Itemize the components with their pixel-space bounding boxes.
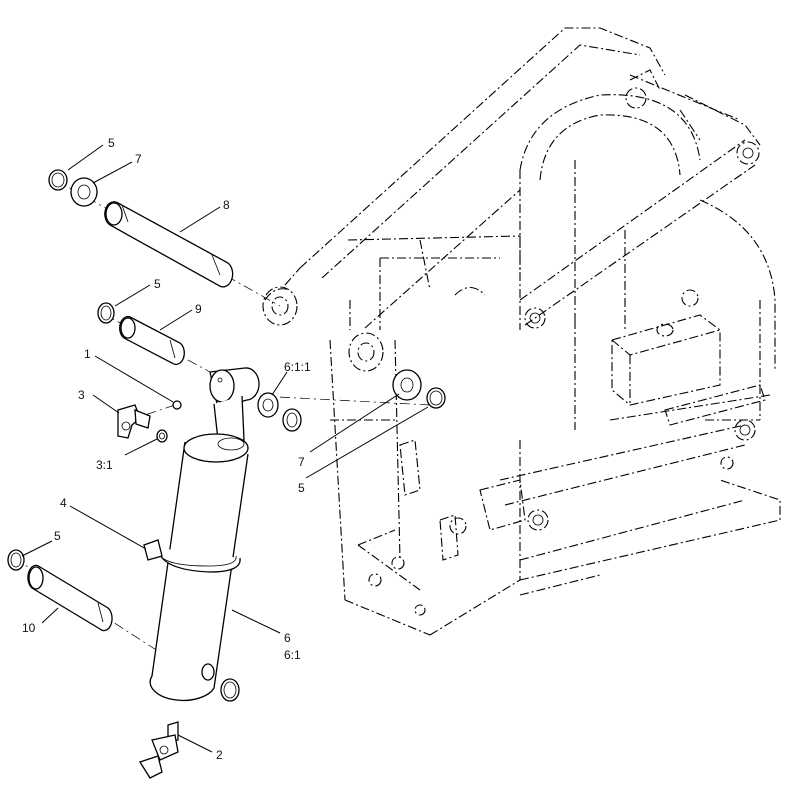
washer-right bbox=[392, 369, 422, 401]
machine-frame bbox=[264, 27, 781, 636]
snap-ring-mid bbox=[97, 302, 115, 324]
callout-6: 6 bbox=[284, 631, 291, 645]
callout-5-right: 5 bbox=[298, 481, 305, 495]
leader-lines bbox=[21, 144, 429, 753]
callout-3: 3 bbox=[78, 388, 85, 402]
hose-clamp-strap bbox=[143, 539, 241, 573]
lower-pin bbox=[27, 564, 113, 632]
callout-5-low: 5 bbox=[54, 529, 61, 543]
callout-7-top: 7 bbox=[135, 152, 142, 166]
callout-2: 2 bbox=[216, 748, 223, 762]
callout-6-1: 6:1 bbox=[284, 648, 301, 662]
short-pin bbox=[119, 315, 185, 366]
long-pin bbox=[104, 201, 234, 288]
callout-3-1: 3:1 bbox=[96, 458, 113, 472]
frame-pivot-bushings bbox=[262, 87, 760, 616]
o-ring-fitting bbox=[156, 429, 168, 443]
elbow-fitting-upper bbox=[117, 404, 151, 439]
callout-5-mid: 5 bbox=[154, 277, 161, 291]
callout-4: 4 bbox=[60, 496, 67, 510]
grease-fitting-top bbox=[172, 400, 182, 410]
callout-1: 1 bbox=[84, 347, 91, 361]
callout-6-1-1: 6:1:1 bbox=[284, 360, 311, 374]
elbow-fitting-lower bbox=[139, 721, 179, 779]
snap-ring-base bbox=[220, 678, 240, 702]
callout-7-right: 7 bbox=[298, 455, 305, 469]
callout-10: 10 bbox=[22, 621, 36, 635]
cylinder-rod-eye bbox=[209, 367, 260, 409]
callout-5-top: 5 bbox=[108, 136, 115, 150]
snap-ring-right bbox=[426, 387, 446, 409]
callout-9: 9 bbox=[195, 302, 202, 316]
snap-ring-low bbox=[7, 549, 25, 571]
rod-eye-bushing bbox=[257, 392, 302, 432]
washer-top bbox=[70, 177, 98, 207]
callout-8: 8 bbox=[223, 198, 230, 212]
snap-ring-top bbox=[48, 169, 68, 191]
callout-labels: 5 7 8 5 9 1 6:1:1 3 3:1 7 5 4 5 10 6 6:1… bbox=[22, 136, 311, 762]
